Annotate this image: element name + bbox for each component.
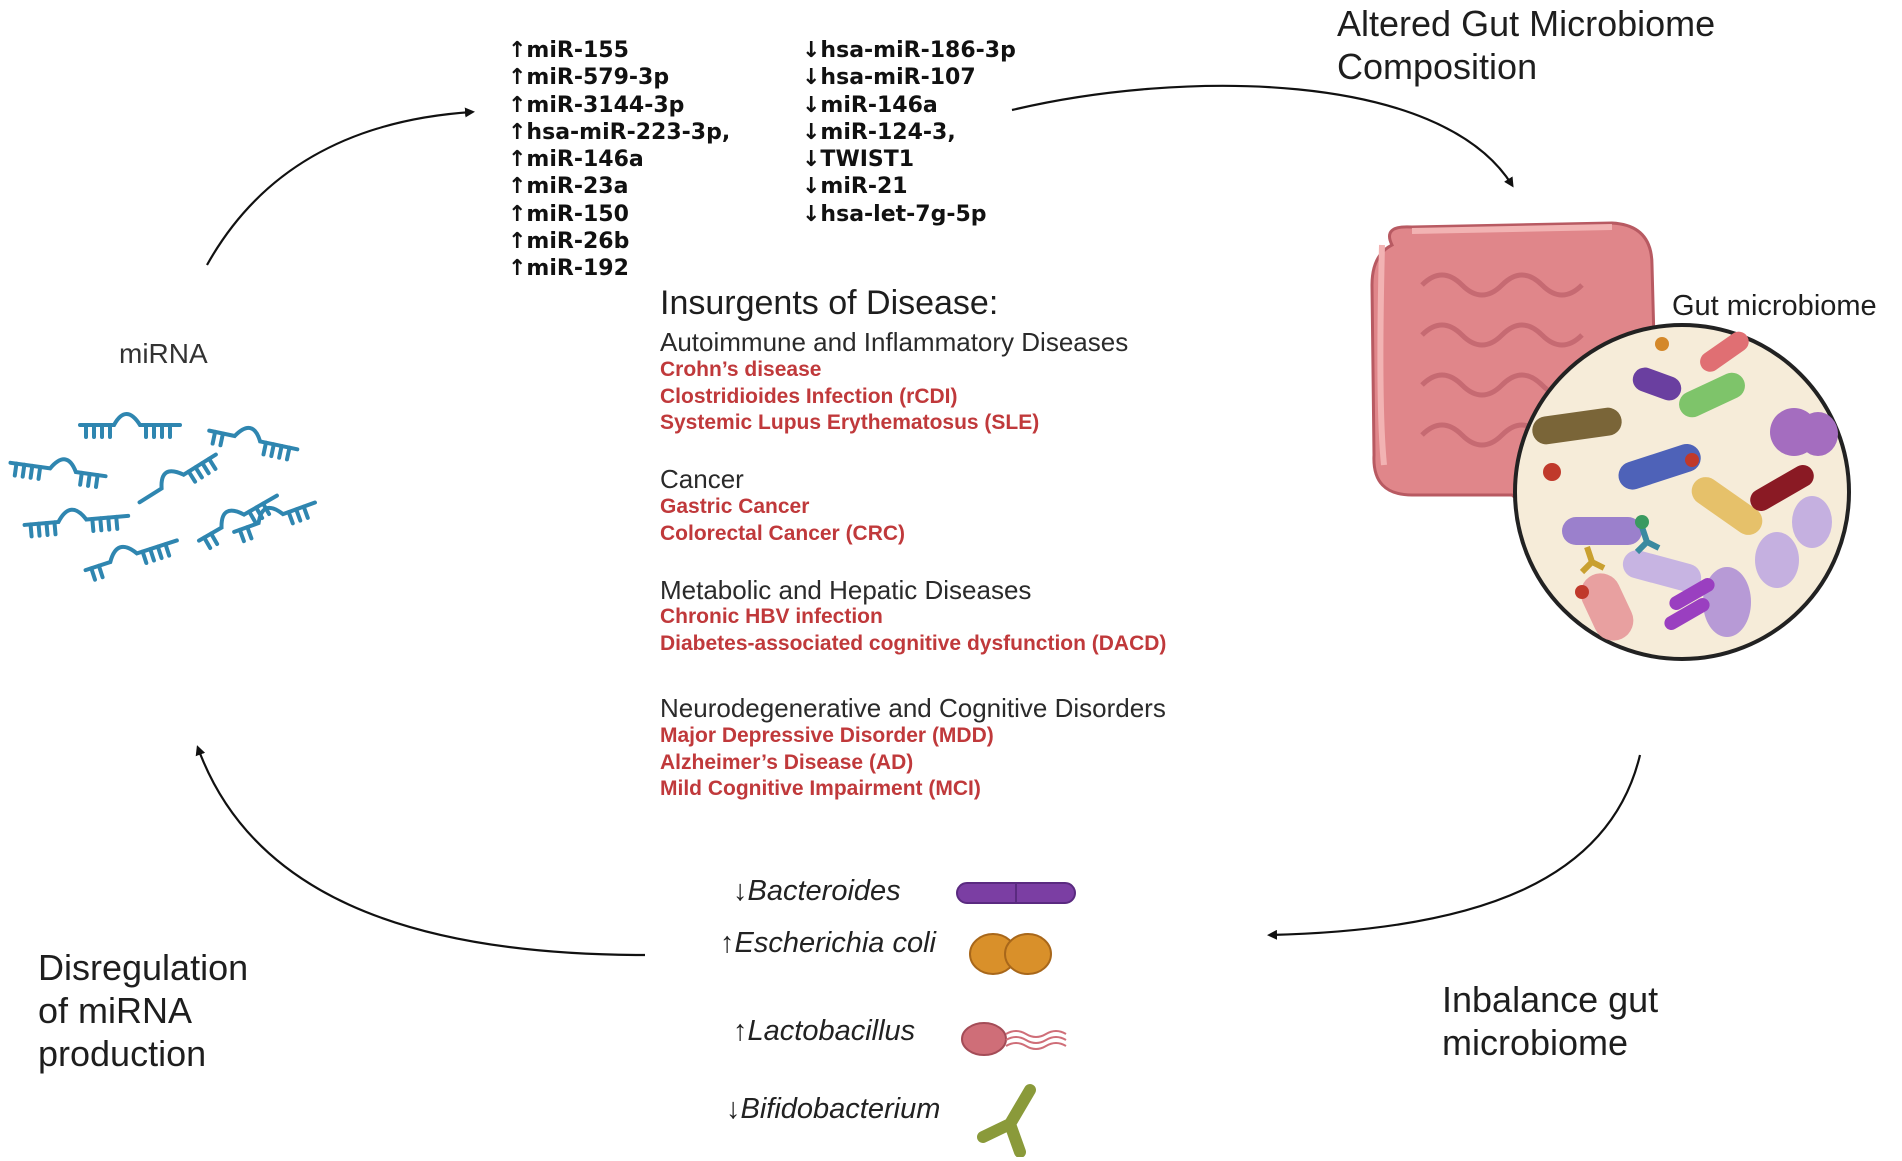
mirna-label: miRNA [119,338,208,369]
disease-list: Crohn’s disease Clostridioides Infection… [660,357,1039,437]
disease-item: Major Depressive Disorder (MDD) [660,724,994,747]
disregulation-heading: Disregulation of miRNA production [38,947,249,1074]
disease-item: Clostridioides Infection (rCDI) [660,384,958,408]
mirna-up-item: ↑miR-579-3p [508,65,670,91]
disease-category: Autoimmune and Inflammatory Diseases [660,327,1129,357]
disease-item: Gastric Cancer [660,495,810,518]
mirna-down-item: ↓TWIST1 [802,147,915,173]
mirna-down-item: ↓hsa-let-7g-5p [802,201,987,227]
flagellated-bacterium-icon [961,1022,1067,1056]
mirna-up-item: ↑miR-146a [508,147,644,173]
mirna-down-item: ↓miR-146a [802,92,938,118]
disease-item: Colorectal Cancer (CRC) [660,521,906,545]
disease-item: Alzheimer’s Disease (AD) [660,750,914,774]
mirna-down-item: ↓hsa-miR-186-3p [802,38,1016,63]
disease-list: Major Depressive Disorder (MDD) Alzheime… [660,723,994,803]
mirna-up-list: ↑miR-155 ↑miR-579-3p ↑miR-3144-3p ↑hsa-m… [508,37,730,283]
mirna-up-item: ↑miR-150 [508,201,629,227]
disease-category: Neurodegenerative and Cognitive Disorder… [660,693,1166,723]
mirna-up-item: ↑miR-23a [508,174,629,200]
mirna-up-item: ↑miR-3144-3p [508,92,685,118]
mirna-down-item: ↓hsa-miR-107 [802,65,976,91]
bacteria-label: ↑Escherichia coli [720,927,936,959]
disease-list: Gastric Cancer Colorectal Cancer (CRC) [660,494,905,547]
microbiome-circle-icon [1513,323,1851,661]
disease-item: Chronic HBV infection [660,605,883,628]
diplococcus-icon [969,933,1052,975]
bacteria-label: ↓Bacteroides [733,875,901,907]
mirna-down-item: ↓miR-21 [802,174,908,200]
disease-section-title: Insurgents of Disease: [660,284,999,322]
mirna-up-item: ↑miR-26b [508,229,630,255]
mirna-down-item: ↓miR-124-3, [802,119,956,145]
y-shaped-bacterium-icon [977,1084,1036,1157]
mirna-down-list: ↓hsa-miR-186-3p ↓hsa-miR-107 ↓miR-146a ↓… [802,37,1016,228]
bacteria-label: ↑Lactobacillus [733,1015,916,1047]
disease-item: Mild Cognitive Impairment (MCI) [660,777,981,800]
bacteria-label: ↓Bifidobacterium [726,1093,941,1125]
mirna-up-item: ↑hsa-miR-223-3p, [508,119,731,145]
disease-item: Crohn’s disease [660,358,822,381]
gut-label: Gut microbiome [1672,290,1877,322]
disease-item: Diabetes-associated cognitive dysfunctio… [660,631,1167,655]
disease-category: Cancer [660,464,744,494]
arrow-list-to-gut [1011,84,1514,188]
mirna-strands-icon [8,412,317,582]
arrow-gut-to-bacteria [1267,754,1642,940]
imbalance-heading: Inbalance gut microbiome [1442,979,1659,1063]
disease-list: Chronic HBV infection Diabetes-associate… [660,604,1166,657]
disease-item: Systemic Lupus Erythematosus (SLE) [660,411,1040,434]
mirna-up-item: ↑miR-192 [508,256,629,282]
arrow-bacteria-to-mirna [195,745,646,957]
rod-bacterium-icon [956,882,1076,904]
disease-category: Metabolic and Hepatic Diseases [660,575,1032,605]
altered-gut-heading: Altered Gut Microbiome Composition [1337,3,1716,87]
arrow-mirna-to-list [206,107,475,266]
mirna-up-item: ↑miR-155 [508,38,629,63]
